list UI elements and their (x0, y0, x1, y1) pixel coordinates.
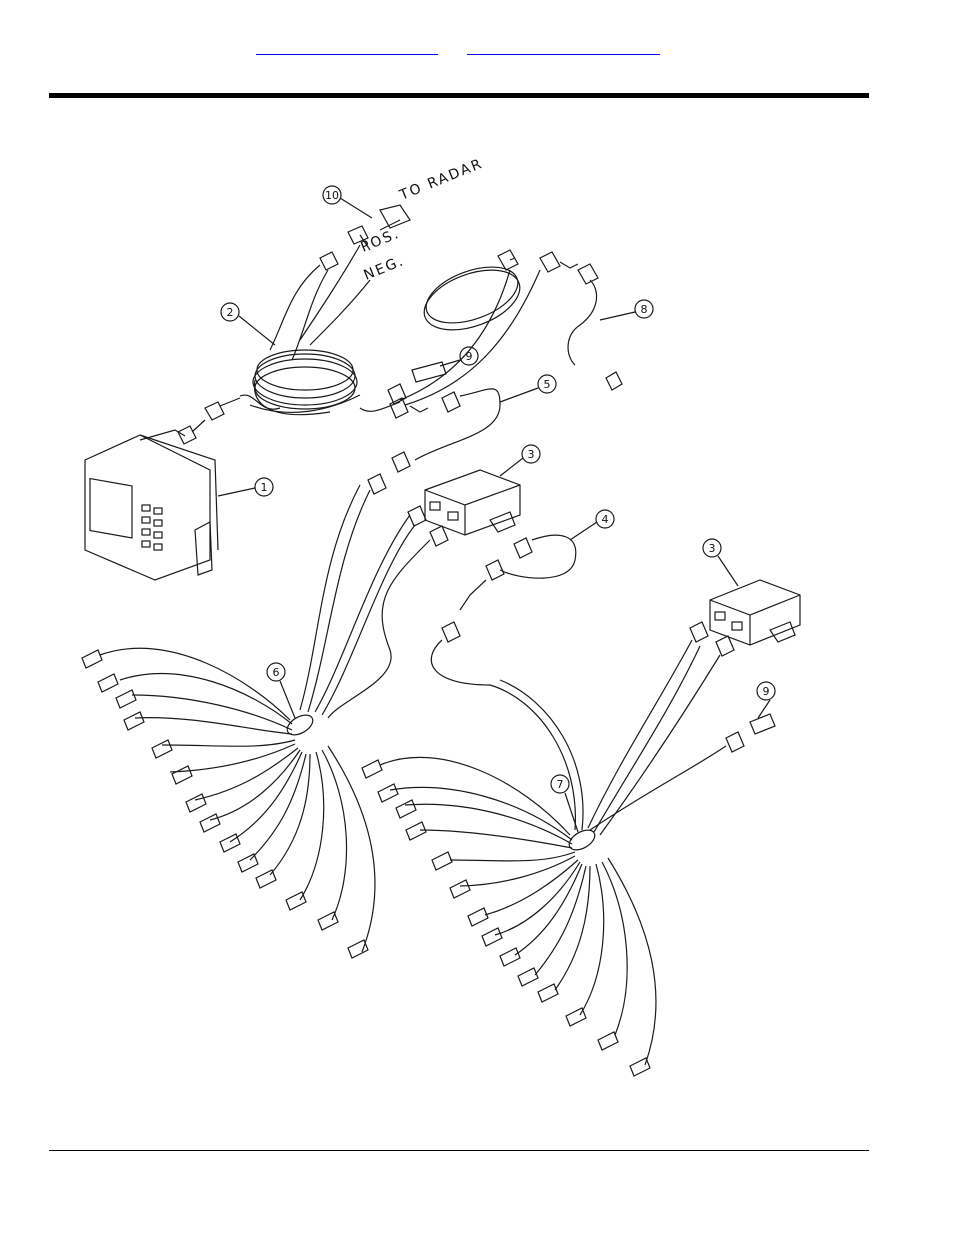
callout-4: 4 (602, 513, 609, 526)
callout-5: 5 (544, 378, 551, 391)
header-links (0, 40, 954, 60)
radar-cable (250, 205, 622, 415)
callout-7: 7 (557, 778, 564, 791)
header-link-1[interactable] (256, 40, 438, 55)
wiring-harness-drawing: TO RADAR POS. NEG. 10 2 9 5 8 1 3 (70, 140, 820, 1080)
callouts: 10 2 9 5 8 1 3 4 3 6 (218, 186, 775, 832)
callout-6: 6 (273, 666, 280, 679)
control-module-a (408, 470, 520, 546)
callout-9b: 9 (763, 685, 770, 698)
callout-1: 1 (261, 481, 268, 494)
callout-9a: 9 (466, 350, 473, 363)
connector-ends-7 (362, 760, 650, 1076)
parts-diagram: TO RADAR POS. NEG. 10 2 9 5 8 1 3 (70, 140, 820, 1080)
footer-rule (49, 1150, 869, 1151)
callout-3b: 3 (709, 542, 716, 555)
callout-10: 10 (325, 189, 339, 202)
keypad (142, 505, 162, 550)
extension-cable (431, 535, 575, 685)
display-console (85, 395, 280, 580)
header-rule (49, 93, 869, 98)
control-module-b (690, 580, 800, 656)
harness-7 (362, 640, 720, 1076)
to-radar-label: TO RADAR (397, 156, 486, 204)
callout-8: 8 (641, 303, 648, 316)
neg-label: NEG. (362, 253, 408, 284)
lead-wire-right (590, 714, 775, 830)
harness-6 (82, 485, 430, 958)
callout-3a: 3 (528, 448, 535, 461)
callout-2: 2 (227, 306, 234, 319)
connector-ends-6 (82, 650, 368, 958)
header-link-2[interactable] (467, 40, 660, 55)
